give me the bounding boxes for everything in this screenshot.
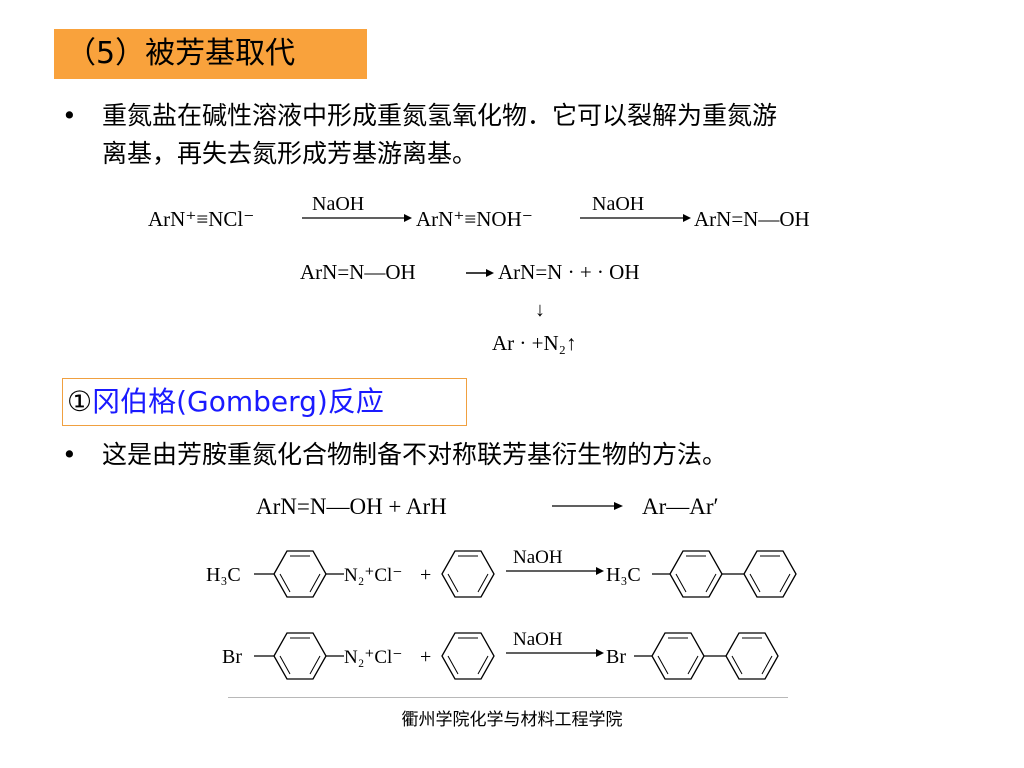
footer-institution: 衢州学院化学与材料工程学院 xyxy=(401,710,623,730)
reaction-1-methyl: H₃C N₂⁺Cl⁻ + NaOH H₃C xyxy=(206,547,797,598)
r2-benzene-reagent xyxy=(441,632,495,680)
bullet-text-line2: 离基，再失去氮形成芳基游离基。 xyxy=(102,139,478,168)
r2-biphenyl-product xyxy=(651,632,779,680)
r2-substituent: Br xyxy=(222,646,242,668)
eq4-arrowhead xyxy=(614,502,623,510)
r1-biphenyl-product xyxy=(669,550,797,598)
r2-benzene-ring-1 xyxy=(273,632,327,680)
slide-title: （5）被芳基取代 xyxy=(54,29,367,79)
diazo-decomposition-scheme: ArN⁺≡NCl⁻ NaOH ArN⁺≡NOH⁻ NaOH ArN=N—OH A… xyxy=(148,193,810,355)
reaction-2-bromo: Br N₂⁺Cl⁻ + NaOH Br xyxy=(222,629,779,680)
eq2-left: ArN=N—OH xyxy=(300,260,416,284)
footer-divider xyxy=(228,697,788,698)
eq1-arrowhead-1 xyxy=(404,214,412,222)
eq1-reagent-1: NaOH xyxy=(312,193,364,215)
r2-plus: + xyxy=(420,646,431,668)
r1-substituent: H₃C xyxy=(206,564,241,586)
eq4-right: Ar—Ar′ xyxy=(642,494,719,519)
eq2-right: ArN=N · + · OH xyxy=(498,260,640,284)
eq1-left: ArN⁺≡NCl⁻ xyxy=(148,207,254,231)
bullet-paragraph-1: • 重氮盐在碱性溶液中形成重氮氢氧化物．它可以裂解为重氮游 离基，再失去氮形成芳… xyxy=(62,97,982,177)
bullet-dot: • xyxy=(62,440,77,469)
subheading-text: 冈伯格(Gomberg)反应 xyxy=(92,385,384,418)
r2-product-substituent: Br xyxy=(606,646,626,668)
r1-benzene-reagent xyxy=(441,550,495,598)
eq1-arrowhead-2 xyxy=(683,214,691,222)
bullet-dot: • xyxy=(62,101,77,130)
eq1-right: ArN=N—OH xyxy=(694,207,810,231)
r1-diazonium: N₂⁺Cl⁻ xyxy=(344,565,402,586)
eq2-arrowhead xyxy=(486,269,494,277)
circle-number: ① xyxy=(67,385,93,418)
r1-plus: + xyxy=(420,564,431,586)
gomberg-subheading: ①冈伯格(Gomberg)反应 xyxy=(62,378,467,426)
r2-reagent: NaOH xyxy=(513,629,563,650)
r2-diazonium: N₂⁺Cl⁻ xyxy=(344,647,402,668)
bullet-text-line1: 重氮盐在碱性溶液中形成重氮氢氧化物．它可以裂解为重氮游 xyxy=(102,101,778,130)
r1-reagent: NaOH xyxy=(513,547,563,568)
r1-benzene-ring-1 xyxy=(273,550,327,598)
r1-product-substituent: H₃C xyxy=(606,564,641,586)
eq1-reagent-2: NaOH xyxy=(592,193,644,215)
bullet-text: 这是由芳胺重氮化合物制备不对称联芳基衍生物的方法。 xyxy=(102,440,728,469)
eq2-down-arrow: ↓ xyxy=(535,299,545,321)
eq1-middle: ArN⁺≡NOH⁻ xyxy=(416,207,533,231)
eq3: Ar · +N₂↑ xyxy=(492,331,576,355)
eq4-left: ArN=N—OH + ArH xyxy=(256,494,447,519)
bullet-paragraph-2: • 这是由芳胺重氮化合物制备不对称联芳基衍生物的方法。 xyxy=(62,436,962,476)
gomberg-general-equation: ArN=N—OH + ArH Ar—Ar′ xyxy=(256,494,719,519)
